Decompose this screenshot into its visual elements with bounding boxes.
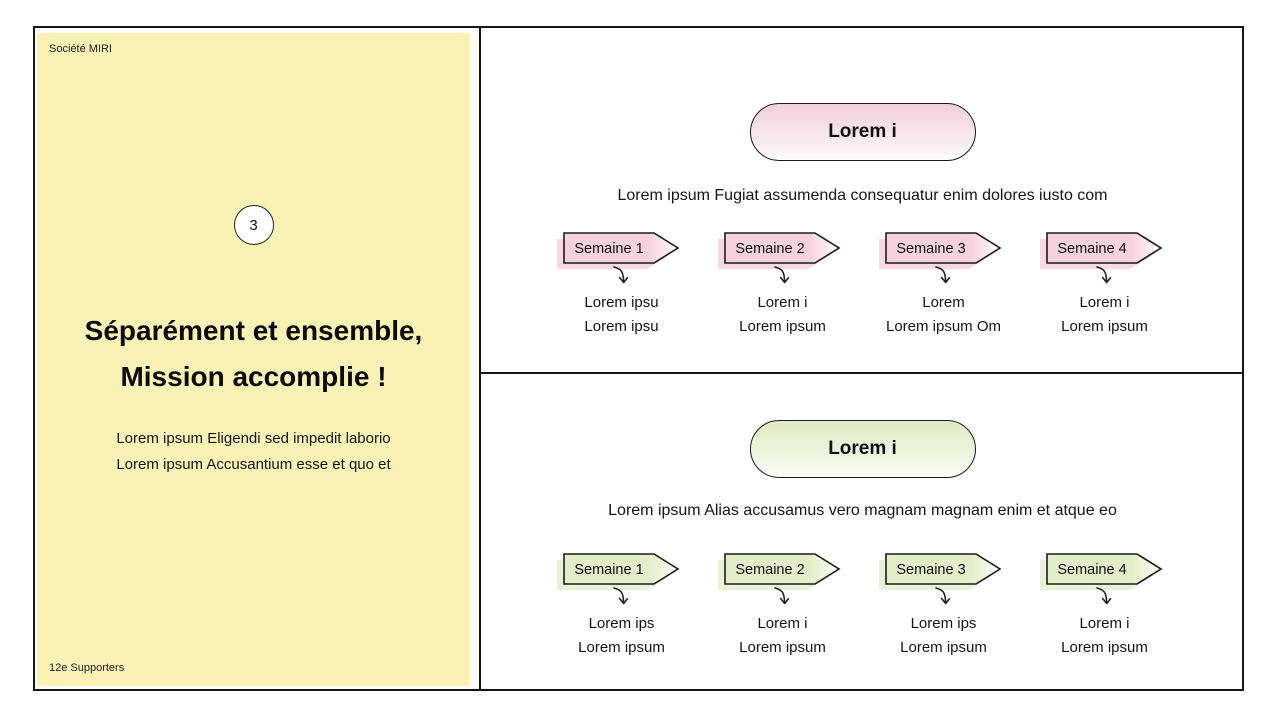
week-text-line2: Lorem ipsum [900,639,987,656]
section-green-pill: Lorem i [749,420,976,478]
week-banner-arrow-icon: Semaine 1 [556,232,680,269]
week-text-line2: Lorem ipsum Om [885,318,1002,335]
week-banner-arrow-icon: Semaine 3 [878,232,1002,269]
slide-subtitle-line2: Lorem ipsum Accusantium esse et quo et [116,456,391,473]
week-item: Semaine 2 Lorem i Lorem ipsum [702,231,863,339]
week-item: Semaine 3 Lorem Lorem ipsum Om [863,231,1024,339]
week-text-line1: Lorem i [757,615,808,632]
section-green-weeks-row: Semaine 1 Lorem ips Lorem ipsum Semaine … [541,552,1186,660]
week-text: Lorem i Lorem ipsum [1061,291,1148,339]
curved-down-arrow-icon [612,587,628,605]
slide-title: Séparément et ensemble, Mission accompli… [37,308,470,400]
slide-number-badge: 3 [233,205,274,245]
curved-down-arrow-icon [1095,587,1111,605]
section-pink: Lorem i Lorem ipsum Fugiat assumenda con… [481,28,1244,372]
slide-subtitle: Lorem ipsum Eligendi sed impedit laborio… [37,426,470,478]
week-text-line1: Lorem i [1079,615,1130,632]
week-text-line2: Lorem ipsum [739,639,826,656]
week-text-line1: Lorem i [757,294,808,311]
slide-number: 3 [249,216,258,234]
week-text: Lorem i Lorem ipsum [1061,612,1148,660]
week-text-line2: Lorem ipsum [1061,639,1148,656]
week-item: Semaine 3 Lorem ips Lorem ipsum [863,552,1024,660]
curved-down-arrow-icon [934,266,950,284]
week-text-line1: Lorem i [1079,294,1130,311]
section-pink-description: Lorem ipsum Fugiat assumenda consequatur… [617,187,1108,204]
curved-down-arrow-icon [773,587,789,605]
week-text: Lorem i Lorem ipsum [739,291,826,339]
slide-subtitle-line1: Lorem ipsum Eligendi sed impedit laborio [116,430,391,447]
week-item: Semaine 4 Lorem i Lorem ipsum [1024,552,1185,660]
week-banner-arrow-icon: Semaine 3 [878,553,1002,590]
section-green-description: Lorem ipsum Alias accusamus vero magnam … [608,502,1117,519]
week-text-line2: Lorem ipsum [578,639,665,656]
week-label: Semaine 4 [1057,562,1126,578]
left-panel: Société MIRI 3 Séparément et ensemble, M… [37,33,470,686]
week-text: Lorem ips Lorem ipsum [578,612,665,660]
week-item: Semaine 4 Lorem i Lorem ipsum [1024,231,1185,339]
vertical-divider [479,28,481,689]
week-text: Lorem Lorem ipsum Om [886,291,1001,339]
week-label: Semaine 1 [574,562,643,578]
company-label: Société MIRI [49,43,112,55]
week-banner-arrow-icon: Semaine 4 [1039,232,1163,269]
week-text-line1: Lorem ips [910,615,977,632]
week-item: Semaine 2 Lorem i Lorem ipsum [702,552,863,660]
curved-down-arrow-icon [612,266,628,284]
week-text-line1: Lorem ipsu [584,294,659,311]
slide-title-line1: Séparément et ensemble, [84,315,423,346]
week-text: Lorem i Lorem ipsum [739,612,826,660]
week-label: Semaine 2 [735,241,804,257]
curved-down-arrow-icon [934,587,950,605]
week-label: Semaine 2 [735,562,804,578]
week-text: Lorem ipsu Lorem ipsu [584,291,658,339]
footer-note: 12e Supporters [49,662,125,674]
week-text-line2: Lorem ipsu [584,318,659,335]
week-label: Semaine 4 [1057,241,1126,257]
section-pink-pill: Lorem i [749,103,976,161]
week-banner-arrow-icon: Semaine 2 [717,553,841,590]
curved-down-arrow-icon [773,266,789,284]
horizontal-divider [481,372,1244,374]
week-text-line2: Lorem ipsum [1061,318,1148,335]
week-text-line1: Lorem ips [588,615,655,632]
slide-title-line2: Mission accomplie ! [120,361,387,392]
week-label: Semaine 1 [574,241,643,257]
section-green: Lorem i Lorem ipsum Alias accusamus vero… [481,374,1244,689]
week-banner-arrow-icon: Semaine 2 [717,232,841,269]
week-item: Semaine 1 Lorem ipsu Lorem ipsu [541,231,702,339]
week-label: Semaine 3 [896,562,965,578]
curved-down-arrow-icon [1095,266,1111,284]
week-text: Lorem ips Lorem ipsum [900,612,987,660]
week-item: Semaine 1 Lorem ips Lorem ipsum [541,552,702,660]
week-label: Semaine 3 [896,241,965,257]
week-banner-arrow-icon: Semaine 4 [1039,553,1163,590]
section-pink-weeks-row: Semaine 1 Lorem ipsu Lorem ipsu Semaine … [541,231,1186,339]
week-text-line1: Lorem [922,294,965,311]
week-banner-arrow-icon: Semaine 1 [556,553,680,590]
week-text-line2: Lorem ipsum [739,318,826,335]
